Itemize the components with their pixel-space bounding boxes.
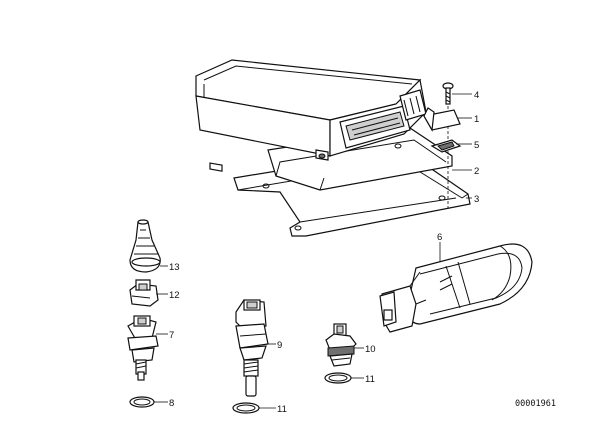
callout-13: 13 — [169, 262, 180, 273]
callout-3: 3 — [474, 194, 479, 205]
callout-6: 6 — [437, 232, 442, 243]
callout-9: 9 — [277, 340, 282, 351]
callout-labels: 4 1 5 2 3 6 13 12 7 8 9 11 10 11 — [169, 90, 479, 415]
callout-2: 2 — [474, 166, 479, 177]
callout-11-right: 11 — [365, 374, 375, 385]
leader-lines — [154, 93, 472, 409]
control-unit — [195, 59, 427, 172]
sealing-ring-part-8 — [129, 396, 155, 408]
callout-11-left: 11 — [277, 404, 287, 415]
rubber-boot-part — [129, 219, 161, 273]
catalog-number: 00001961 — [515, 399, 556, 409]
callout-5: 5 — [474, 140, 479, 151]
callout-10: 10 — [365, 344, 376, 355]
temperature-switch-part — [325, 323, 357, 367]
coolant-sensor-part — [235, 299, 269, 397]
sealing-ring-part-11a — [324, 372, 352, 384]
callout-12: 12 — [169, 290, 180, 301]
sealing-ring-part-11b — [232, 402, 260, 414]
callout-7: 7 — [169, 330, 174, 341]
callout-8: 8 — [169, 398, 174, 409]
cover-part — [379, 243, 533, 333]
plug-housing-part — [129, 279, 159, 307]
screw-part — [442, 82, 454, 210]
callout-1: 1 — [474, 114, 479, 125]
callout-4: 4 — [474, 90, 479, 101]
clip-part — [430, 139, 462, 153]
holder-part — [423, 107, 461, 132]
temperature-sensor-part — [127, 315, 159, 381]
